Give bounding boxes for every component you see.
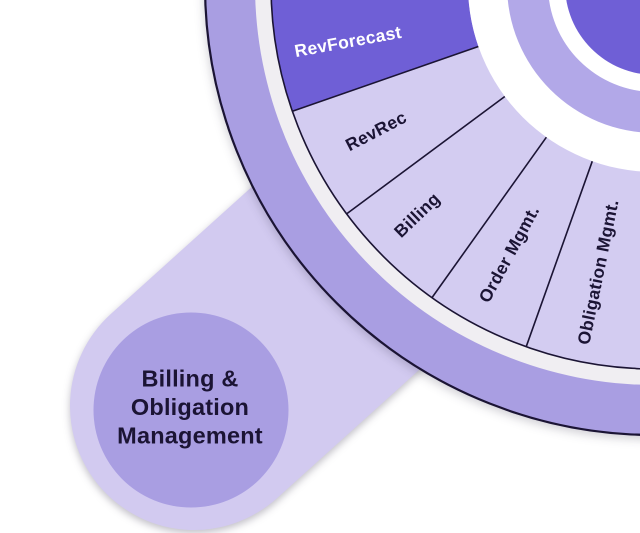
wheel-hub	[566, 0, 640, 74]
callout-text: Billing & Obligation Management	[117, 366, 263, 449]
divider-revrec-billing	[346, 95, 506, 215]
callout-text-line-3: Management	[117, 423, 263, 449]
divider-billing-ordermgmt	[431, 136, 548, 299]
callout-text-line-2: Obligation	[131, 394, 249, 420]
segment-wedge-revforecast	[271, 0, 479, 112]
divider-ordermgmt-obligationmgmt	[525, 160, 594, 347]
wheel-group: RevForecast RevRec Billing Order Mgmt. O…	[204, 0, 640, 436]
divider-revforecast-revrec	[292, 45, 479, 113]
callout-circle	[93, 312, 289, 508]
callout-text-line-1: Billing &	[141, 366, 238, 392]
